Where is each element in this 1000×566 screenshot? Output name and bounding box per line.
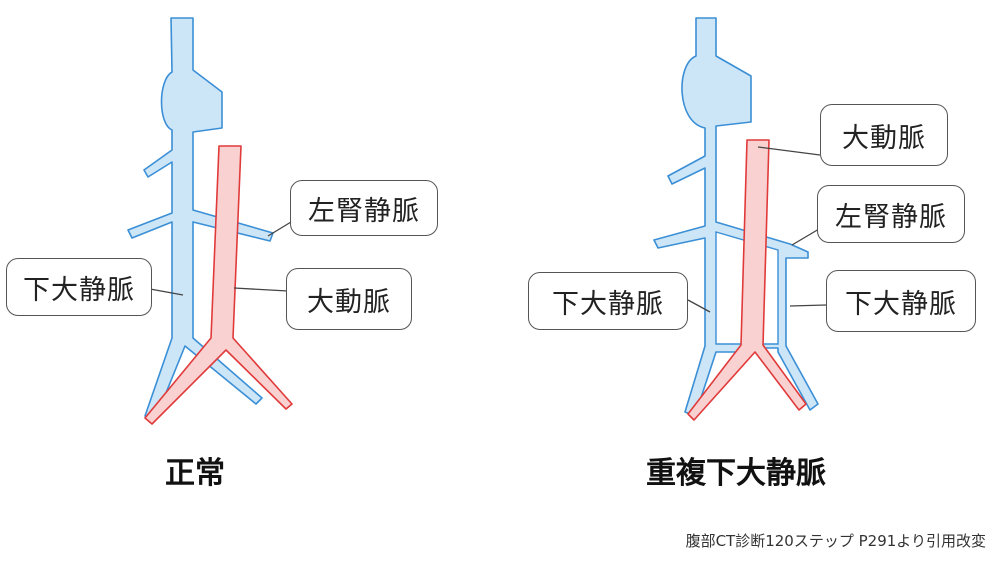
label-right-aorta: 大動脈 xyxy=(820,104,948,166)
leader-lines xyxy=(149,146,827,313)
caption-normal: 正常 xyxy=(165,456,225,491)
label-right-ivc-right: 下大静脈 xyxy=(826,270,976,332)
label-right-ivc-left: 下大静脈 xyxy=(528,272,688,330)
dup-aorta xyxy=(687,139,807,421)
normal-aorta xyxy=(144,145,293,425)
label-left-ivc: 下大静脈 xyxy=(6,258,152,316)
normal-anatomy xyxy=(127,17,293,425)
label-right-renal-vein: 左腎静脈 xyxy=(817,185,965,243)
label-left-renal-vein: 左腎静脈 xyxy=(290,180,438,236)
normal-ivc xyxy=(127,17,274,421)
caption-duplicated-ivc: 重複下大静脈 xyxy=(646,456,826,491)
label-left-aorta: 大動脈 xyxy=(286,268,412,330)
duplicated-ivc-anatomy xyxy=(653,17,819,421)
source-note: 腹部CT診断120ステップ P291より引用改変 xyxy=(685,532,986,550)
